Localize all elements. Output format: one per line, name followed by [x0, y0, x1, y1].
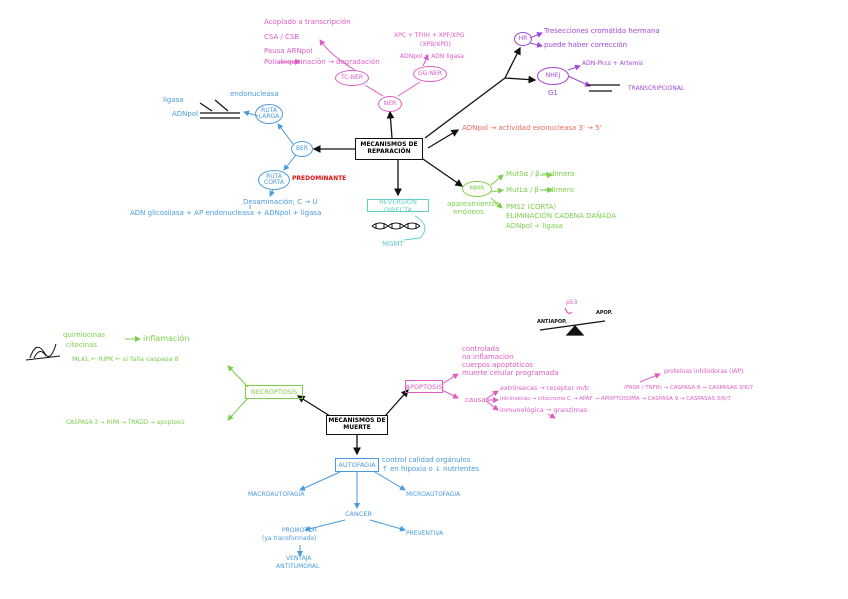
- ner-factor-2: (XPB/XPD): [420, 41, 451, 48]
- mmr-note-5: ADNpol + ligasa: [506, 222, 563, 230]
- apoptosis-note-1: controlada: [462, 345, 500, 353]
- ner-note-1: Acoplado a transcripción: [264, 18, 351, 26]
- hr-label: HR: [518, 34, 528, 42]
- ber-node: BER: [291, 141, 313, 157]
- nhej-g1: G1: [548, 89, 558, 97]
- necroptosis-mlkl-chain: MLKL ← RIPK ← si falla caspasa 8: [72, 355, 179, 363]
- autophagy-advantage-1: VENTAJA: [286, 555, 312, 562]
- autophagy-label: AUTOFAGIA: [338, 461, 376, 469]
- necroptosis-label: NECROPTOSIS: [250, 388, 298, 396]
- necroptosis-inflammation: inflamación: [143, 334, 190, 343]
- ber-long-node: RUTA LARGA: [255, 104, 283, 124]
- ner-note-2: CSA / CSB: [264, 33, 300, 41]
- apoptosis-fas-chain: (FASR / TNFR) → CASPASA 8 → CASPASAS 3/6…: [624, 385, 754, 391]
- tc-ner-node: TC-NER: [335, 70, 369, 86]
- ber-short-node: RUTA CORTA: [258, 170, 290, 190]
- ber-predominant: PREDOMINANTE: [292, 175, 347, 182]
- death-central-line-2: MUERTE: [343, 424, 371, 431]
- mmr-note-4: ELIMINACIÓN CADENA DAÑADA: [506, 212, 617, 220]
- hr-note-2: puede haber corrección: [544, 41, 628, 49]
- apoptosis-note-2: no inflamación: [462, 353, 514, 361]
- ber-short-line-2: CORTA: [264, 179, 284, 186]
- ber-long-line-1: RUTA: [261, 106, 277, 114]
- mmr-mismatch-1: apareamientos: [447, 200, 500, 208]
- apoptosis-causes: causas: [465, 396, 490, 404]
- mmr-note-3: PMS2 (CORTA): [506, 203, 557, 211]
- mmr-mismatch-2: erróneos: [453, 208, 484, 216]
- autophagy-promoter-2: (ya transformada): [262, 535, 317, 542]
- mmr-label: MMR: [469, 184, 485, 192]
- necroptosis-node: NECROPTOSIS: [245, 385, 303, 399]
- exonuclease-note: ADNpol → actividad exonucleasa 3' → 5': [462, 124, 602, 132]
- apoptosis-note-4: muerte celular programada: [462, 369, 559, 377]
- death-central-node: MECANISMOS DE MUERTE: [326, 415, 388, 435]
- apoptosis-intrinsic: intrínsecas → citocromo C → APAF → APOPT…: [500, 396, 731, 402]
- necroptosis-chemo-1: quimiocinas: [63, 331, 106, 339]
- direct-reversion-node: REVERSIÓN DIRECTA: [367, 197, 429, 214]
- ner-label: NER: [383, 99, 397, 107]
- apoptosis-extrinsic: extrínsecas → receptor m/b: [500, 384, 589, 392]
- ber-deamination: Desaminación; C → U: [243, 198, 318, 206]
- necroptosis-caspase-chain: CASPASA 3 → RIPA → TRADD → apoptosis: [66, 420, 185, 426]
- autophagy-note-1: control calidad orgánulos: [382, 456, 471, 464]
- nhej-label: NHEJ: [545, 71, 561, 79]
- ner-note-3: Pausa ARNpol: [264, 47, 313, 55]
- ber-endonuclease: endonucleasa: [230, 90, 279, 98]
- repair-central-line-2: REPARACIÓN: [367, 148, 411, 155]
- gg-ner-label: GG-NER: [418, 69, 442, 77]
- nhej-node: NHEJ: [537, 67, 569, 85]
- mgmt-label: MGMT: [382, 240, 404, 248]
- autophagy-note-2: ↑ en hipoxia o ↓ nutrientes: [382, 465, 480, 473]
- macroautophagy: MACROAUTOFAGIA: [248, 491, 305, 498]
- apoptosis-p53: p53: [566, 299, 578, 306]
- ner-note-4: Poliubiquitinación → degradación: [264, 58, 380, 66]
- mmr-note-1: MutSα / β → dímero: [506, 170, 575, 178]
- ber-short-line-1: RUTA: [266, 172, 282, 180]
- apoptosis-note-3: cuerpos apoptóticos: [462, 361, 534, 369]
- ber-enzymes: ADN glicosilasa + AP endonucleasa + ADNp…: [130, 209, 322, 217]
- seesaw-antiapop: ANTIAPOP.: [537, 319, 567, 325]
- apoptosis-iap: proteínas inhibidoras (IAP): [664, 368, 744, 375]
- gg-ner-node: GG-NER: [413, 66, 447, 82]
- nhej-note-1: ADN-Pkcs + Artemis: [582, 60, 643, 67]
- death-central-line-1: MECANISMOS DE: [328, 417, 386, 425]
- autophagy-advantage-2: ANTITUMORAL: [276, 563, 320, 570]
- direct-reversion-label: REVERSIÓN DIRECTA: [379, 197, 417, 214]
- apoptosis-immuno: inmunológica → granzimas: [500, 406, 588, 414]
- ner-factor-1: XPC + TFIIH + XPF/XPG: [394, 32, 465, 39]
- autophagy-cancer: CÁNCER: [345, 510, 373, 518]
- autophagy-promoter-1: PROMOTOR: [282, 527, 317, 534]
- repair-central-line-1: MECANISMOS DE: [360, 141, 418, 149]
- ner-factor-3: ADNpol + ADN ligasa: [400, 53, 464, 60]
- autophagy-node: AUTOFAGIA: [335, 458, 379, 472]
- ner-node: NER: [378, 96, 402, 112]
- mmr-node: MMR: [462, 181, 492, 197]
- nhej-note-2: TRANSCRIPCIONAL: [628, 85, 685, 92]
- hr-note-1: Tresecciones cromátida hermana: [544, 27, 660, 35]
- ber-adnpol: ADNpol: [172, 110, 199, 118]
- repair-central-node: MECANISMOS DE REPARACIÓN: [355, 138, 423, 160]
- apoptosis-node: APOPTOSIS: [405, 380, 443, 393]
- necroptosis-chemo-2: citocinas: [66, 341, 97, 349]
- autophagy-preventive: PREVENTIVA: [406, 530, 444, 537]
- ber-ligase: ligasa: [163, 96, 184, 104]
- seesaw-apop: APOP.: [596, 310, 613, 316]
- hr-node: HR: [514, 32, 532, 46]
- ber-label: BER: [295, 144, 309, 152]
- mmr-note-2: MutLα / β → dímero: [506, 186, 574, 194]
- microautophagy: MICROAUTOFAGIA: [406, 491, 461, 498]
- ber-long-line-2: LARGA: [258, 113, 280, 120]
- apoptosis-label: APOPTOSIS: [405, 382, 443, 391]
- tc-ner-label: TC-NER: [340, 73, 364, 81]
